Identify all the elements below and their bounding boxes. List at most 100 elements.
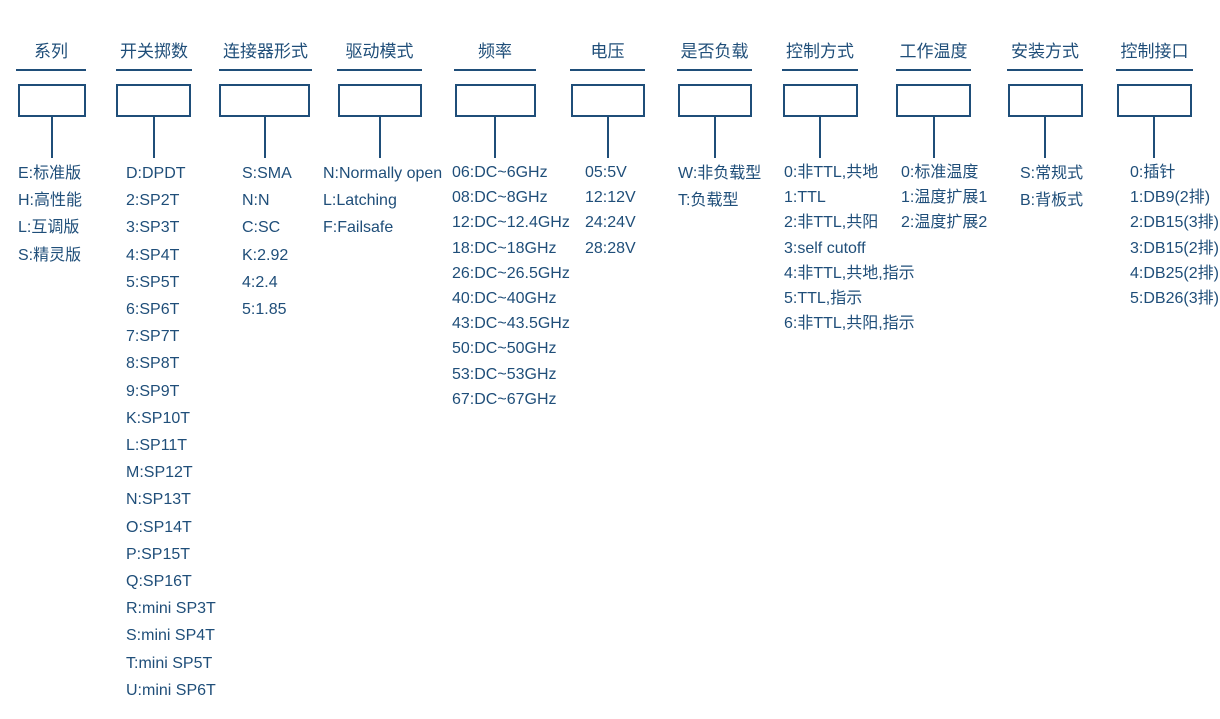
option-item: K:SP10T bbox=[126, 409, 191, 427]
option-list: D:DPDT 2:SP2T 3:SP3T 4:SP4T 5:SP5T 6:SP6T 7:SP… bbox=[126, 160, 216, 704]
option-item: 2:非TTL,共阳 bbox=[784, 214, 879, 232]
code-box bbox=[783, 84, 858, 117]
option-item: S:精灵版 bbox=[18, 246, 82, 264]
code-box bbox=[455, 84, 536, 117]
option-item: 6:SP6T bbox=[126, 301, 180, 319]
column-title: 驱动模式 bbox=[345, 42, 414, 62]
option-list: 0:插针 1:DB9(2排) 2:DB15(3排) 3:DB15(2排) 4:DB25(… bbox=[1130, 160, 1219, 311]
title-underline bbox=[1116, 69, 1193, 71]
title-underline bbox=[677, 69, 752, 71]
connector-line bbox=[51, 117, 53, 158]
code-box bbox=[219, 84, 310, 117]
column-title: 工作温度 bbox=[899, 42, 968, 62]
option-item: 18:DC~18GHz bbox=[452, 239, 557, 257]
option-item: D:DPDT bbox=[126, 165, 186, 182]
option-item: P:SP15T bbox=[126, 545, 191, 563]
option-item: 0:插针 bbox=[1130, 164, 1176, 181]
option-item: 2:DB15(3排) bbox=[1130, 214, 1219, 232]
option-item: 3:SP3T bbox=[126, 219, 180, 237]
option-item: N:Normally open bbox=[323, 165, 443, 182]
column-title: 电压 bbox=[590, 42, 625, 62]
column-title: 控制接口 bbox=[1120, 42, 1189, 62]
title-underline bbox=[896, 69, 971, 71]
option-item: C:SC bbox=[242, 219, 281, 237]
column-title: 安装方式 bbox=[1011, 42, 1079, 62]
title-underline bbox=[116, 69, 192, 71]
option-item: 53:DC~53GHz bbox=[452, 365, 557, 383]
option-item: 06:DC~6GHz bbox=[452, 164, 548, 181]
title-underline bbox=[16, 69, 86, 71]
option-item: 1:DB9(2排) bbox=[1130, 189, 1211, 207]
code-box bbox=[896, 84, 971, 117]
title-underline bbox=[454, 69, 536, 71]
option-item: F:Failsafe bbox=[323, 219, 394, 237]
option-item: 24:24V bbox=[585, 214, 636, 232]
option-item: O:SP14T bbox=[126, 518, 192, 536]
option-item: 7:SP7T bbox=[126, 328, 180, 346]
option-item: 05:5V bbox=[585, 164, 627, 181]
option-item: N:N bbox=[242, 192, 270, 210]
option-item: L:互调版 bbox=[18, 219, 80, 237]
option-item: 26:DC~26.5GHz bbox=[452, 264, 570, 282]
option-item: 2:SP2T bbox=[126, 192, 180, 210]
column-title: 控制方式 bbox=[786, 42, 854, 62]
connector-line bbox=[264, 117, 266, 158]
connector-line bbox=[819, 117, 821, 158]
option-item: T:mini SP5T bbox=[126, 654, 213, 672]
title-underline bbox=[337, 69, 422, 71]
option-item: E:标准版 bbox=[18, 165, 82, 182]
option-item: S:SMA bbox=[242, 165, 292, 182]
option-item: 2:温度扩展2 bbox=[901, 214, 988, 232]
option-item: 1:TTL bbox=[784, 189, 826, 207]
column-title: 系列 bbox=[34, 42, 68, 62]
connector-line bbox=[379, 117, 381, 158]
option-list: 05:5V 12:12V 24:24V 28:28V bbox=[585, 160, 636, 261]
option-item: 0:标准温度 bbox=[901, 164, 979, 181]
option-item: 3:self cutoff bbox=[784, 239, 866, 257]
code-box bbox=[116, 84, 191, 117]
option-item: 12:12V bbox=[585, 189, 636, 207]
option-list: E:标准版 H:高性能 L:互调版 S:精灵版 bbox=[18, 160, 82, 269]
option-item: 4:DB25(2排) bbox=[1130, 264, 1219, 282]
column-title: 频率 bbox=[478, 42, 512, 62]
title-underline bbox=[219, 69, 312, 71]
option-item: H:高性能 bbox=[18, 192, 83, 210]
code-box bbox=[18, 84, 86, 117]
option-list: 0:标准温度 1:温度扩展1 2:温度扩展2 bbox=[901, 160, 987, 236]
option-item: Q:SP16T bbox=[126, 573, 192, 591]
option-item: 9:SP9T bbox=[126, 382, 180, 400]
option-item: R:mini SP3T bbox=[126, 600, 216, 618]
column-title: 是否负载 bbox=[680, 42, 749, 62]
option-item: K:2.92 bbox=[242, 246, 289, 264]
column-title: 开关掷数 bbox=[120, 42, 188, 62]
option-item: 1:温度扩展1 bbox=[901, 189, 988, 207]
option-item: 4:SP4T bbox=[126, 246, 180, 264]
option-item: 67:DC~67GHz bbox=[452, 390, 557, 408]
option-item: 4:非TTL,共地,指示 bbox=[784, 264, 915, 282]
option-item: N:SP13T bbox=[126, 491, 191, 509]
option-item: M:SP12T bbox=[126, 464, 193, 482]
connector-line bbox=[933, 117, 935, 158]
connector-line bbox=[714, 117, 716, 158]
option-list: W:非负载型 T:负载型 bbox=[678, 160, 761, 214]
option-item: W:非负载型 bbox=[678, 165, 762, 182]
code-box bbox=[571, 84, 645, 117]
option-item: 28:28V bbox=[585, 239, 636, 257]
option-item: T:负载型 bbox=[678, 192, 739, 210]
option-item: 3:DB15(2排) bbox=[1130, 239, 1219, 257]
option-item: 6:非TTL,共阳,指示 bbox=[784, 315, 915, 333]
option-item: 50:DC~50GHz bbox=[452, 340, 557, 358]
code-box bbox=[1117, 84, 1192, 117]
option-item: 5:SP5T bbox=[126, 273, 180, 291]
code-box bbox=[338, 84, 422, 117]
connector-line bbox=[607, 117, 609, 158]
option-item: 8:SP8T bbox=[126, 355, 180, 373]
column-title: 连接器形式 bbox=[223, 42, 308, 62]
connector-line bbox=[1153, 117, 1155, 158]
title-underline bbox=[570, 69, 645, 71]
option-item: 40:DC~40GHz bbox=[452, 290, 557, 308]
